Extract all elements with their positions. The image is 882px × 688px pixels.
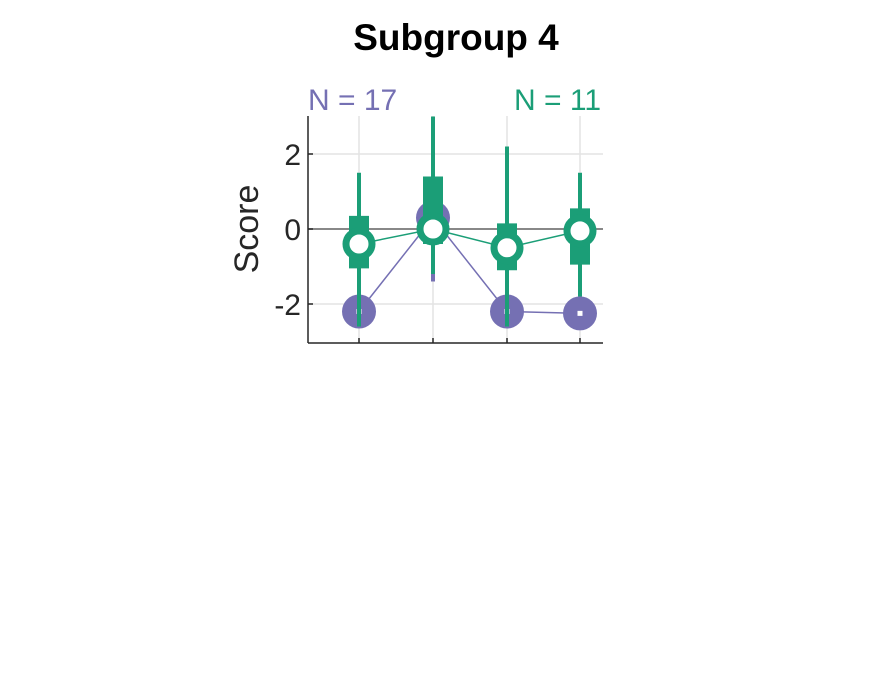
chart-title: Subgroup 4 [353,17,559,58]
n-label-purple: N = 17 [308,84,397,117]
series-line-purple [358,216,581,315]
median-marker-green [356,241,362,247]
series-line-green [358,228,581,249]
y-axis-label: Score [228,185,266,274]
n-label-green: N = 11 [514,84,601,117]
median-marker-green [430,226,436,232]
y-tick-label: 0 [284,214,301,247]
y-tick-label: -2 [274,289,301,322]
median-marker-green [577,228,583,234]
median-marker-purple [577,310,583,316]
plot-area: -2 0 2 [274,116,603,344]
y-tick-label: 2 [284,139,301,172]
median-marker-green [504,245,510,251]
